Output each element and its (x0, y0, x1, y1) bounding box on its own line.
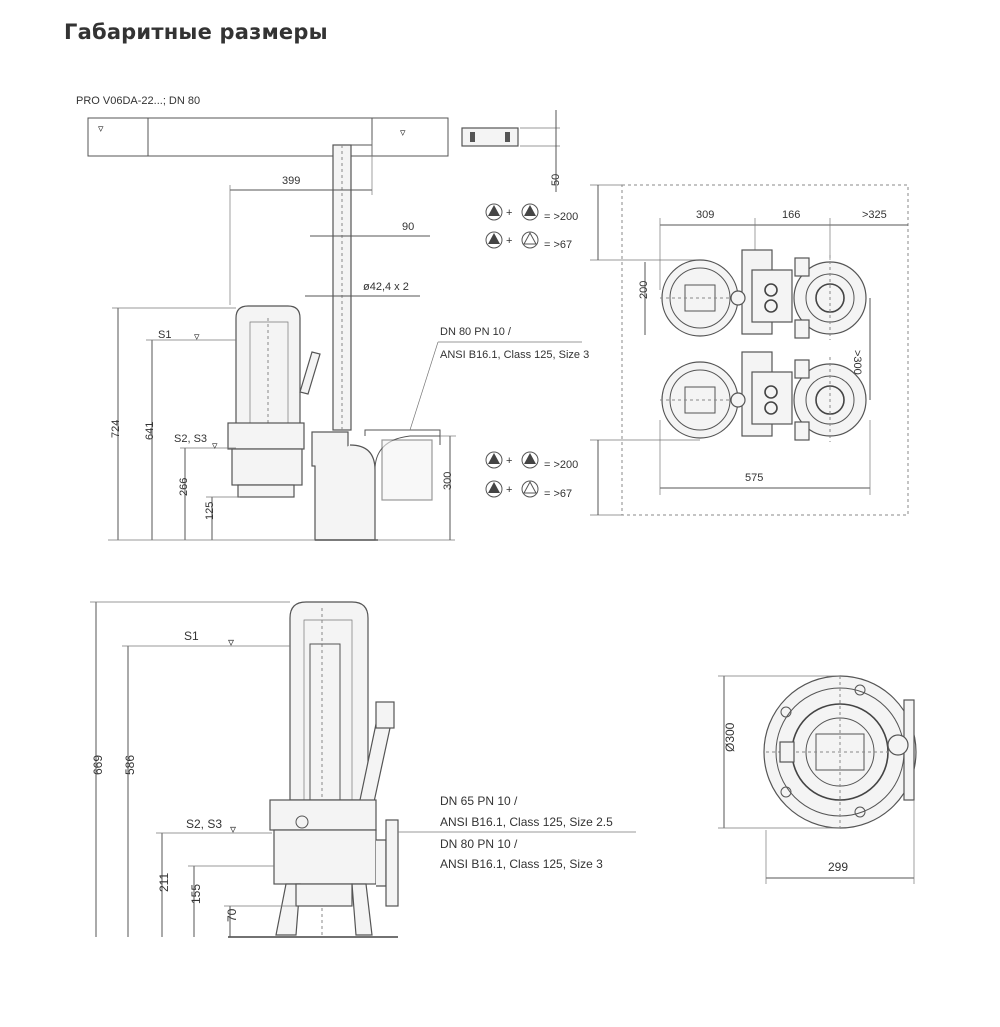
dim-325: >325 (862, 209, 887, 221)
dim-724: 724 (110, 420, 122, 438)
page-title: Габаритные размеры (64, 20, 328, 44)
dim-70: 70 (225, 908, 239, 922)
svg-text:+: + (506, 455, 512, 467)
dim-211: 211 (157, 873, 171, 892)
flange-label-2: ANSI B16.1, Class 125, Size 3 (440, 349, 589, 361)
pump-symbol-icon (485, 451, 539, 498)
dim-pipe: ø42,4 x 2 (363, 281, 409, 293)
svg-text:+: + (506, 235, 512, 247)
flange-a-1: DN 65 PN 10 / (440, 794, 518, 808)
dim-669: 669 (91, 755, 105, 775)
pump-unit-top (660, 249, 867, 340)
flange-a-2: ANSI B16.1, Class 125, Size 2.5 (440, 815, 613, 829)
dim-399: 399 (282, 175, 300, 187)
clearance-top-67: = >67 (544, 239, 572, 251)
level-s1: S1 (184, 629, 199, 643)
svg-text:▿: ▿ (98, 123, 104, 135)
pump-unit-bottom (660, 351, 867, 442)
level-s2s3: S2, S3 (186, 817, 222, 831)
dim-575: 575 (745, 472, 763, 484)
svg-text:▿: ▿ (212, 440, 218, 452)
dim-300-top: 300 (442, 472, 454, 490)
svg-text:+: + (506, 207, 512, 219)
dim-diameter-300: Ø300 (723, 722, 737, 752)
dim-299: 299 (828, 860, 848, 874)
pump-side-view: 669 S1 ▿ 586 S2, S3 ▿ 211 155 70 DN 65 P… (90, 601, 636, 938)
svg-text:▿: ▿ (194, 331, 200, 343)
clearance-top-200: = >200 (544, 211, 578, 223)
pump-symbol-icon (485, 203, 539, 249)
clearance-bottom-200: = >200 (544, 459, 578, 471)
dim-641: 641 (144, 422, 156, 440)
level-s1-top: S1 (158, 329, 171, 341)
plan-view: + + = >200 = >67 + + = >200 = >67 309 16… (485, 184, 909, 516)
dim-266: 266 (178, 478, 190, 496)
dim-155: 155 (189, 884, 203, 904)
flange-b-1: DN 80 PN 10 / (440, 837, 518, 851)
clearance-bottom-67: = >67 (544, 488, 572, 500)
svg-text:▿: ▿ (230, 822, 236, 836)
dim-125: 125 (204, 502, 216, 520)
level-s2s3-top: S2, S3 (174, 433, 207, 445)
bracket-detail: 50 (461, 110, 562, 192)
svg-text:+: + (506, 484, 512, 496)
dim-gt300: >300 (851, 350, 863, 375)
svg-text:▿: ▿ (400, 127, 406, 139)
dim-200: 200 (638, 281, 650, 299)
model-label: PRO V06DA-22...; DN 80 (76, 95, 200, 107)
installation-view: PRO V06DA-22...; DN 80 ▿ ▿ 399 90 ø42,4 … (76, 95, 589, 541)
dim-166: 166 (782, 209, 800, 221)
pump-bottom-view: Ø300 299 (718, 675, 917, 884)
flange-b-2: ANSI B16.1, Class 125, Size 3 (440, 857, 603, 871)
dim-586: 586 (123, 755, 137, 775)
dim-90: 90 (402, 221, 414, 233)
dim-50: 50 (550, 174, 562, 186)
svg-text:▿: ▿ (228, 635, 234, 649)
dim-309: 309 (696, 209, 714, 221)
flange-label-1: DN 80 PN 10 / (440, 326, 512, 338)
